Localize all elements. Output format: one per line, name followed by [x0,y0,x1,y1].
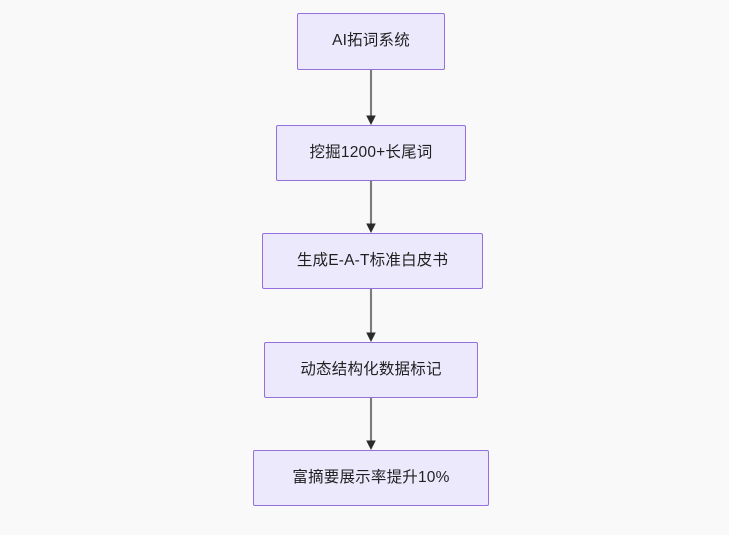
flow-node-label: 动态结构化数据标记 [300,360,442,378]
flow-node-label: 富摘要展示率提升10% [292,468,450,486]
flow-node-label: 挖掘1200+长尾词 [309,143,433,161]
flow-node-rich-snippet-impression-lift[interactable]: 富摘要展示率提升10% [253,450,489,506]
flow-node-label: 生成E-A-T标准白皮书 [296,251,449,269]
flow-node-mine-longtail-keywords[interactable]: 挖掘1200+长尾词 [276,125,466,181]
flow-node-dynamic-structured-data-markup[interactable]: 动态结构化数据标记 [264,342,478,398]
flow-node-generate-eat-whitepaper[interactable]: 生成E-A-T标准白皮书 [262,233,483,289]
edge-n3-n4 [366,398,376,450]
flow-node-ai-keyword-system[interactable]: AI拓词系统 [297,13,445,70]
flow-node-label: AI拓词系统 [332,32,410,50]
edge-n2-n3 [366,289,376,342]
edge-n0-n1 [366,70,376,125]
edge-n1-n2 [366,181,376,233]
